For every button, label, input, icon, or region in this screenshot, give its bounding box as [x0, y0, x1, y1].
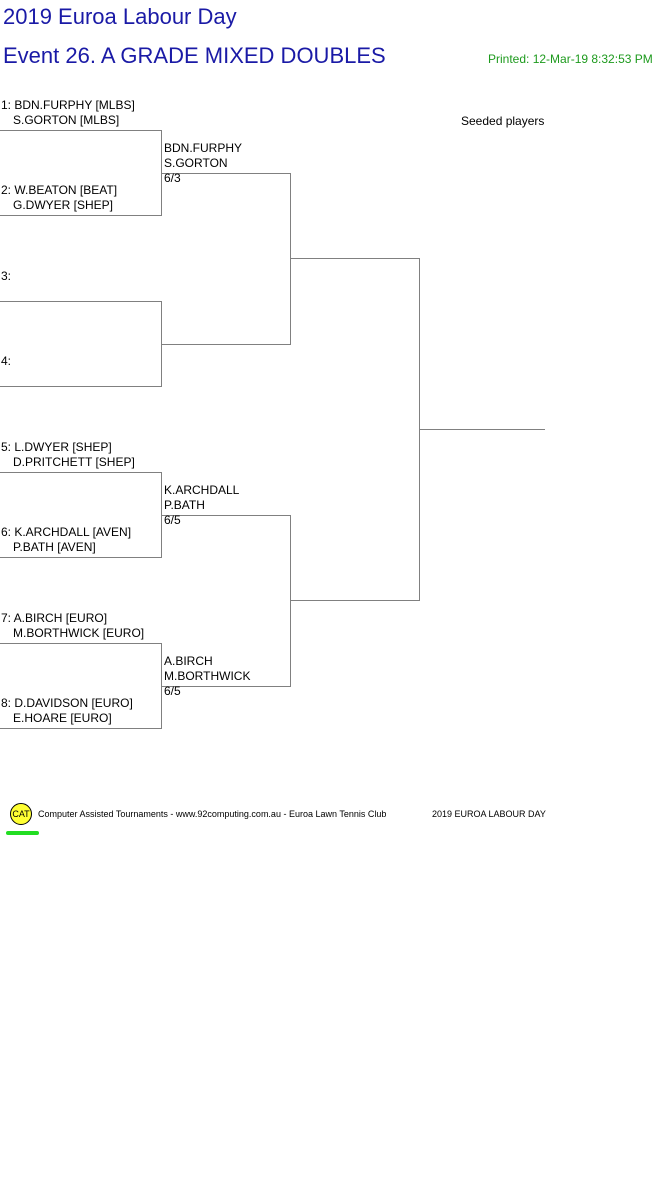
tournament-title: 2019 Euroa Labour Day — [3, 4, 237, 29]
bracket-line — [0, 215, 161, 216]
winner-player-2: M.BORTHWICK — [164, 669, 251, 683]
winner-player-2: S.GORTON — [164, 156, 228, 170]
entry-player-1: 1: BDN.FURPHY [MLBS] — [1, 98, 135, 112]
entry-player-1: 7: A.BIRCH [EURO] — [1, 611, 108, 625]
bracket-line — [0, 301, 161, 302]
entry-player-2: P.BATH [AVEN] — [13, 540, 96, 554]
bracket-line — [161, 515, 290, 516]
bracket-line — [0, 472, 161, 473]
bracket-line — [290, 173, 291, 345]
entry-player-2: S.GORTON [MLBS] — [13, 113, 120, 127]
match-score: 6/5 — [164, 684, 181, 698]
entry-player-1: 8: D.DAVIDSON [EURO] — [1, 696, 133, 710]
entry-player-1: 4: — [1, 354, 12, 368]
footer-event: 2019 EUROA LABOUR DAY — [432, 809, 546, 819]
bracket-line — [0, 557, 161, 558]
match-score: 6/3 — [164, 171, 181, 185]
winner-player-1: K.ARCHDALL — [164, 483, 240, 497]
logo-underline — [6, 831, 39, 835]
bracket-line — [0, 130, 161, 131]
footer-credit: Computer Assisted Tournaments - www.92co… — [38, 809, 387, 819]
cat-logo: CAT — [10, 803, 32, 825]
bracket-line — [290, 600, 419, 601]
bracket-line — [290, 515, 291, 687]
bracket-line — [161, 686, 290, 687]
event-title: Event 26. A GRADE MIXED DOUBLES — [3, 43, 386, 68]
bracket-line — [161, 173, 290, 174]
bracket-line — [419, 429, 545, 430]
printed-timestamp: Printed: 12-Mar-19 8:32:53 PM — [488, 52, 653, 66]
winner-player-2: P.BATH — [164, 498, 205, 512]
entry-player-2: D.PRITCHETT [SHEP] — [13, 455, 135, 469]
entry-player-1: 6: K.ARCHDALL [AVEN] — [1, 525, 132, 539]
entry-player-2: G.DWYER [SHEP] — [13, 198, 114, 212]
match-score: 6/5 — [164, 513, 181, 527]
entry-player-2: E.HOARE [EURO] — [13, 711, 112, 725]
bracket-line — [290, 258, 419, 259]
entry-player-1: 5: L.DWYER [SHEP] — [1, 440, 112, 454]
seeded-players-label: Seeded players — [461, 114, 545, 128]
bracket-line — [0, 386, 161, 387]
winner-player-1: A.BIRCH — [164, 654, 213, 668]
entry-player-1: 3: — [1, 269, 12, 283]
bracket-line — [161, 344, 290, 345]
winner-player-1: BDN.FURPHY — [164, 141, 243, 155]
bracket-line — [0, 728, 161, 729]
entry-player-2: M.BORTHWICK [EURO] — [13, 626, 145, 640]
bracket-line — [0, 643, 161, 644]
entry-player-1: 2: W.BEATON [BEAT] — [1, 183, 118, 197]
